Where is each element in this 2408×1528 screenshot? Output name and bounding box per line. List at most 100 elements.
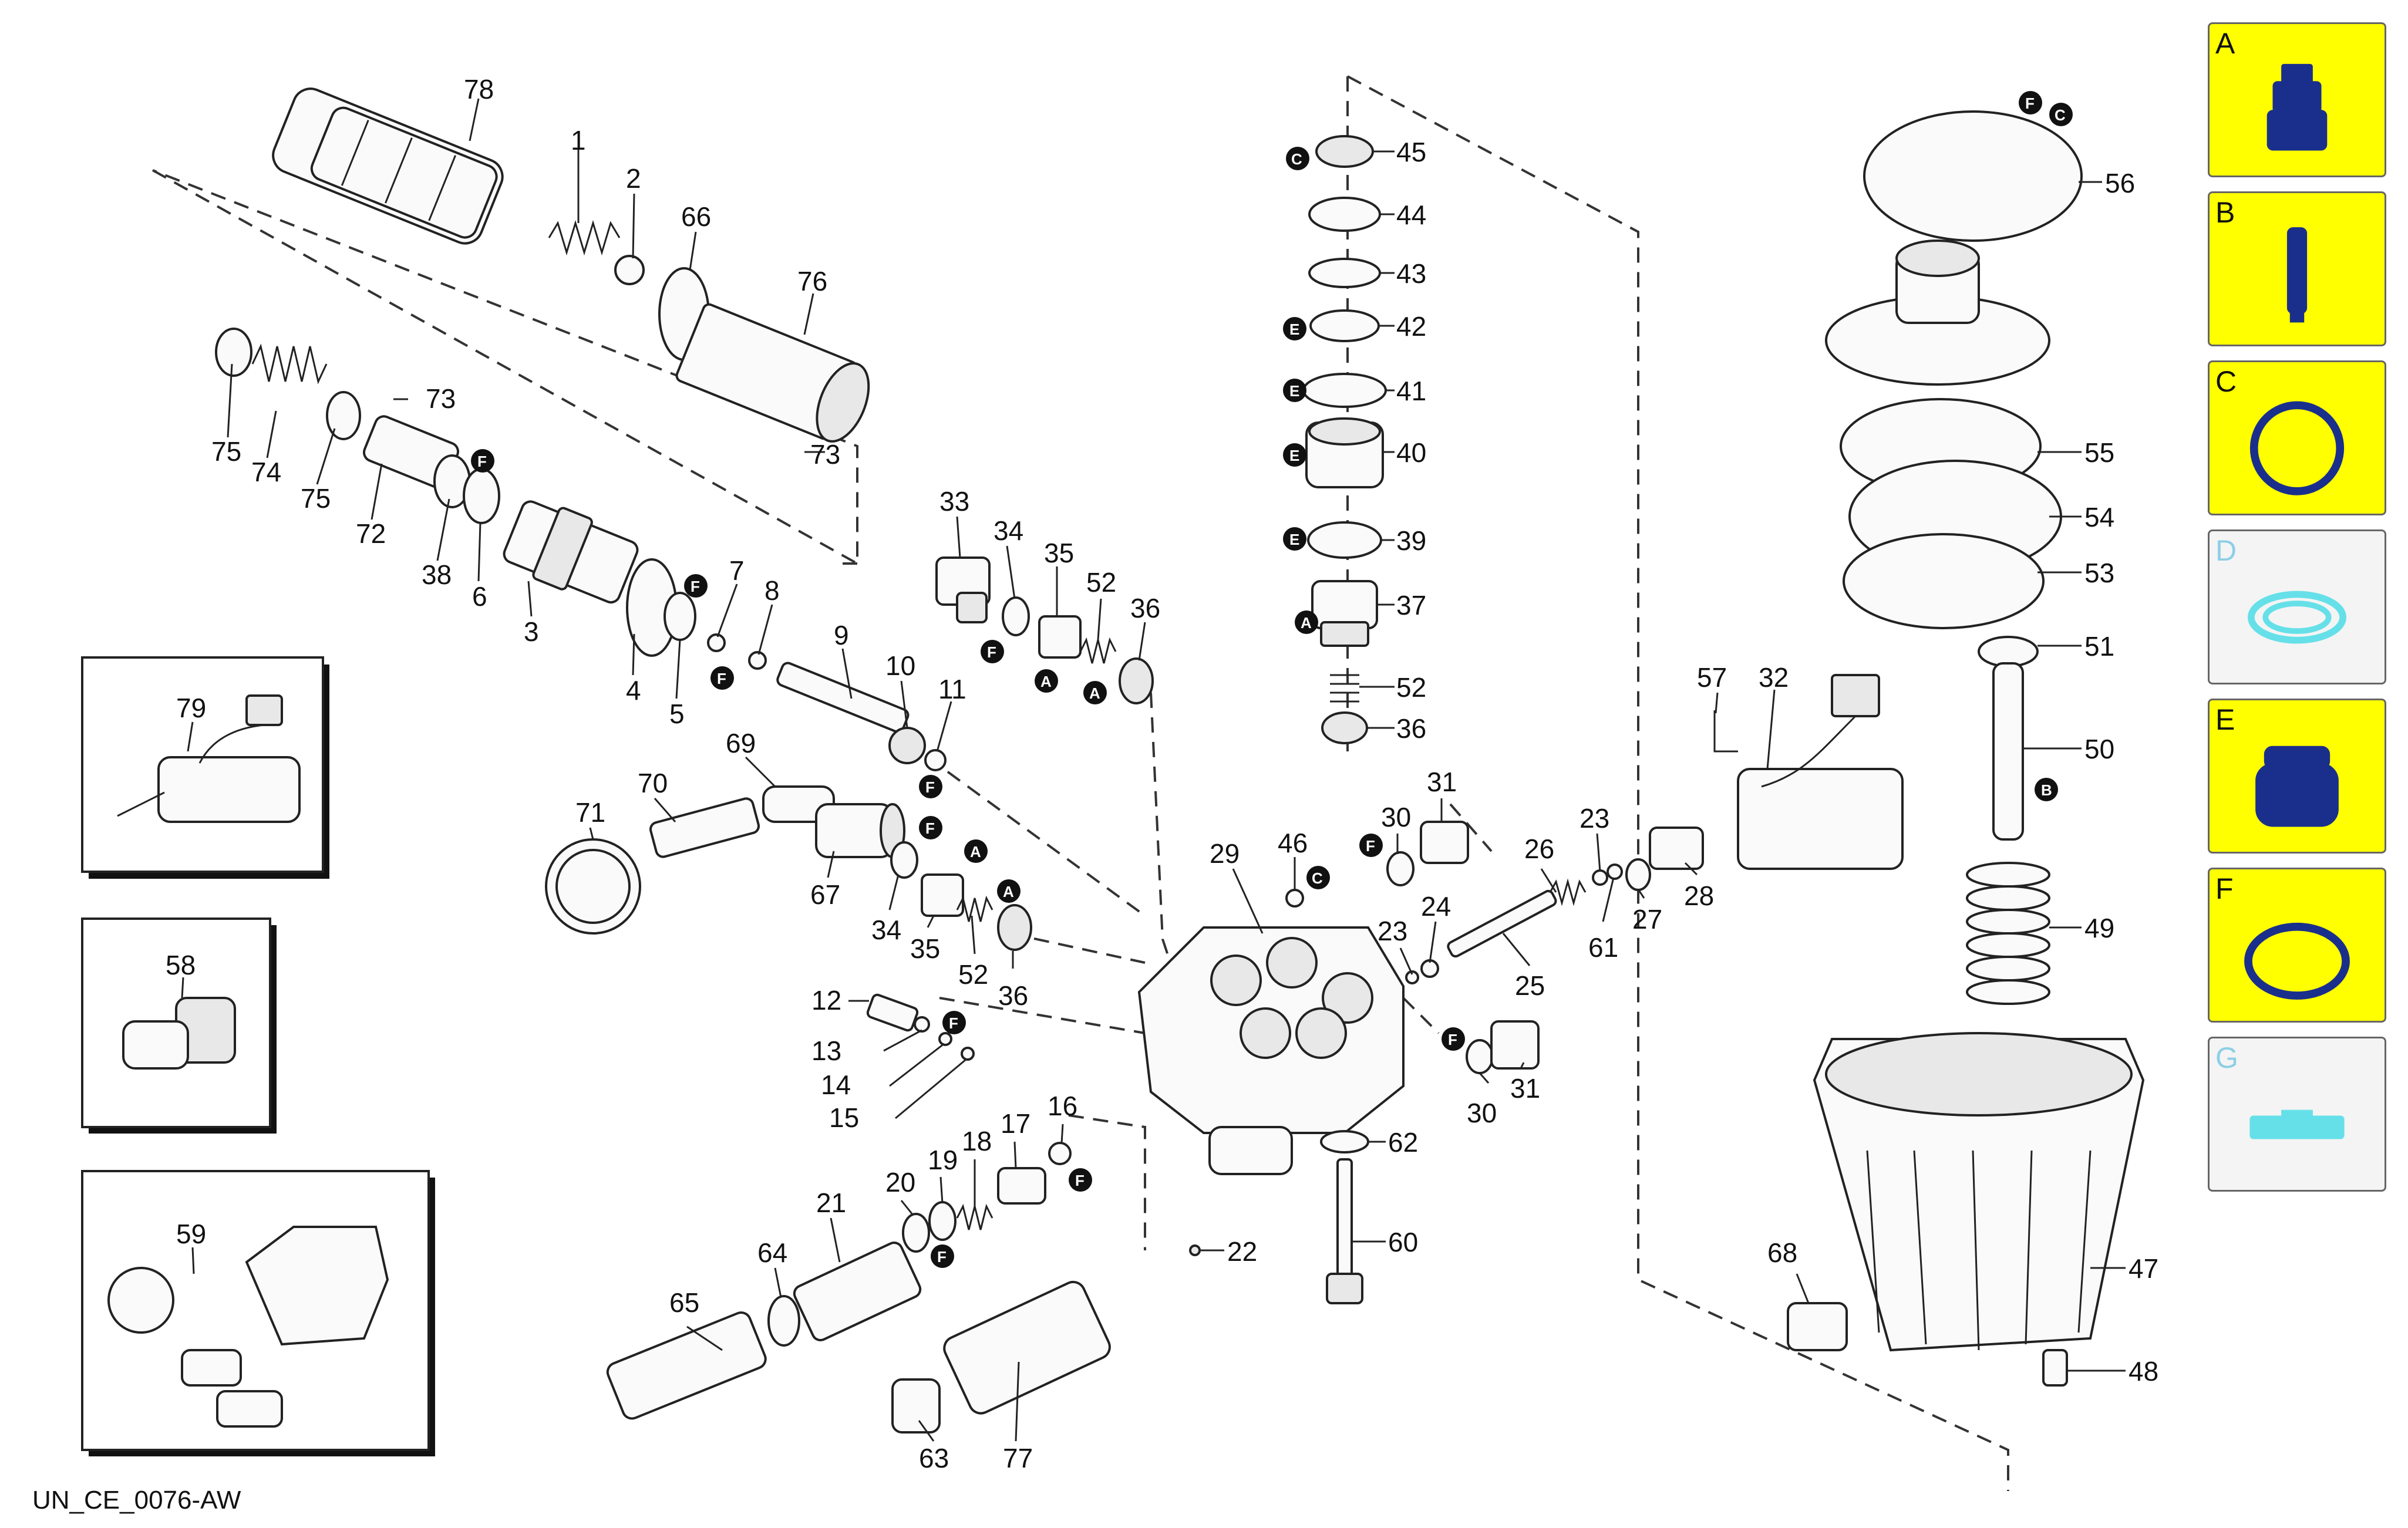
ring-part-6 bbox=[463, 468, 500, 524]
svg-text:F: F bbox=[1075, 1172, 1085, 1189]
drawing-code: UN_CE_0076-AW bbox=[32, 1486, 241, 1514]
kit-marker: A bbox=[1295, 610, 1318, 634]
part-label: 33 bbox=[939, 486, 969, 517]
part-label: 46 bbox=[1278, 828, 1308, 858]
retainer-part-51 bbox=[1978, 636, 2039, 667]
ring-part-5 bbox=[664, 592, 696, 641]
part-label: 2 bbox=[626, 163, 641, 194]
kit-marker: B bbox=[2035, 778, 2058, 801]
part-label: 34 bbox=[871, 915, 901, 945]
svg-text:A: A bbox=[1089, 684, 1100, 702]
cage-part-35b bbox=[921, 873, 964, 917]
kit-marker: C bbox=[1286, 147, 1309, 170]
part-label: 65 bbox=[669, 1287, 699, 1318]
spring-part-49 bbox=[1966, 862, 2050, 1005]
kit-marker: F bbox=[919, 775, 942, 798]
kit-legend-letter: F bbox=[2215, 872, 2234, 905]
svg-text:F: F bbox=[987, 643, 996, 661]
svg-text:A: A bbox=[1301, 614, 1312, 632]
cap-part-10 bbox=[888, 727, 926, 764]
part-label: 11 bbox=[938, 674, 966, 704]
seal-part-39 bbox=[1307, 521, 1382, 559]
part-label: 28 bbox=[1684, 881, 1714, 911]
part-label: 37 bbox=[1396, 590, 1426, 620]
plug-part-33 bbox=[935, 556, 991, 623]
spring-part-26 bbox=[1549, 878, 1587, 906]
part-label: 58 bbox=[166, 950, 196, 980]
o-ring-part-56 bbox=[1863, 110, 2083, 242]
kit-marker: A bbox=[997, 879, 1021, 903]
part-label: 61 bbox=[1588, 932, 1618, 963]
kit-marker: F bbox=[1442, 1027, 1465, 1051]
part-label: 10 bbox=[885, 650, 915, 681]
part-label: 45 bbox=[1396, 137, 1426, 167]
kit-legend-letter: A bbox=[2215, 27, 2235, 60]
part-label: 36 bbox=[1396, 713, 1426, 744]
part-label: 31 bbox=[1510, 1073, 1540, 1104]
kit-marker: F bbox=[2019, 91, 2042, 114]
gasket-strip-icon bbox=[2249, 1109, 2345, 1139]
plate-part-53 bbox=[1843, 533, 2045, 629]
adapter-part-70 bbox=[649, 797, 760, 858]
part-label: 76 bbox=[797, 266, 827, 296]
svg-text:F: F bbox=[2025, 95, 2035, 112]
switch-part-32 bbox=[1737, 674, 1904, 870]
part-label: 44 bbox=[1396, 200, 1426, 230]
kit-marker: A bbox=[1035, 669, 1058, 693]
svg-text:B: B bbox=[2041, 781, 2052, 799]
kit-legend-letter: D bbox=[2215, 534, 2237, 567]
part-label: 27 bbox=[1632, 904, 1662, 935]
part-shapes bbox=[215, 87, 2145, 1433]
part-label: 31 bbox=[1427, 767, 1457, 797]
part-label: 69 bbox=[726, 728, 756, 758]
washer-part-75a bbox=[215, 328, 252, 377]
inlet-part-65 bbox=[606, 1311, 767, 1420]
part-label: 48 bbox=[2129, 1356, 2158, 1387]
ring-part-41 bbox=[1302, 373, 1387, 408]
kit-marker: E bbox=[1283, 379, 1306, 402]
kit-marker: C bbox=[1306, 866, 1330, 889]
svg-text:E: E bbox=[1289, 382, 1299, 400]
part-label: 51 bbox=[2084, 631, 2114, 662]
svg-text:F: F bbox=[717, 670, 726, 687]
part-label: 52 bbox=[958, 959, 988, 990]
part-label: 26 bbox=[1524, 834, 1554, 864]
fitting-part-21 bbox=[793, 1242, 922, 1341]
part-label: 24 bbox=[1421, 891, 1451, 922]
screw-part-48 bbox=[2042, 1349, 2068, 1387]
washer-set-icon bbox=[2247, 591, 2347, 644]
part-label: 23 bbox=[1378, 916, 1407, 946]
kit-marker: F bbox=[981, 640, 1004, 663]
svg-text:A: A bbox=[1040, 673, 1052, 690]
part-label: 47 bbox=[2129, 1253, 2158, 1284]
part-label: 55 bbox=[2084, 437, 2114, 468]
part-label: 40 bbox=[1396, 437, 1426, 468]
part-label: 29 bbox=[1210, 838, 1240, 869]
kit-marker: F bbox=[942, 1011, 966, 1034]
ring-part-11 bbox=[924, 749, 947, 771]
part-label: 52 bbox=[1396, 672, 1426, 703]
kit-legend-letter: C bbox=[2215, 365, 2237, 398]
kit-legend-item-e: E bbox=[2208, 699, 2386, 854]
kit-marker: F bbox=[931, 1244, 954, 1268]
part-label: 6 bbox=[472, 581, 487, 612]
part-label: 16 bbox=[1048, 1091, 1077, 1121]
part-label: 59 bbox=[176, 1219, 206, 1249]
part-label: 22 bbox=[1227, 1236, 1257, 1267]
washer-part-43 bbox=[1308, 258, 1381, 288]
svg-text:F: F bbox=[937, 1248, 947, 1266]
svg-text:A: A bbox=[1003, 883, 1014, 900]
part-label: 25 bbox=[1515, 970, 1545, 1001]
part-label: 23 bbox=[1579, 803, 1609, 834]
retainer-part-37 bbox=[1311, 580, 1378, 647]
part-label: 21 bbox=[816, 1188, 846, 1218]
part-label: 18 bbox=[962, 1126, 992, 1156]
spring-part-52c bbox=[1330, 674, 1359, 703]
plug-part-31a bbox=[1420, 821, 1469, 864]
o-ring-icon bbox=[2244, 922, 2350, 1000]
filter-part-63 bbox=[891, 1378, 941, 1433]
kit-marker: F bbox=[684, 574, 708, 598]
seat-part-36a bbox=[1119, 657, 1154, 704]
svg-text:E: E bbox=[1289, 447, 1299, 464]
